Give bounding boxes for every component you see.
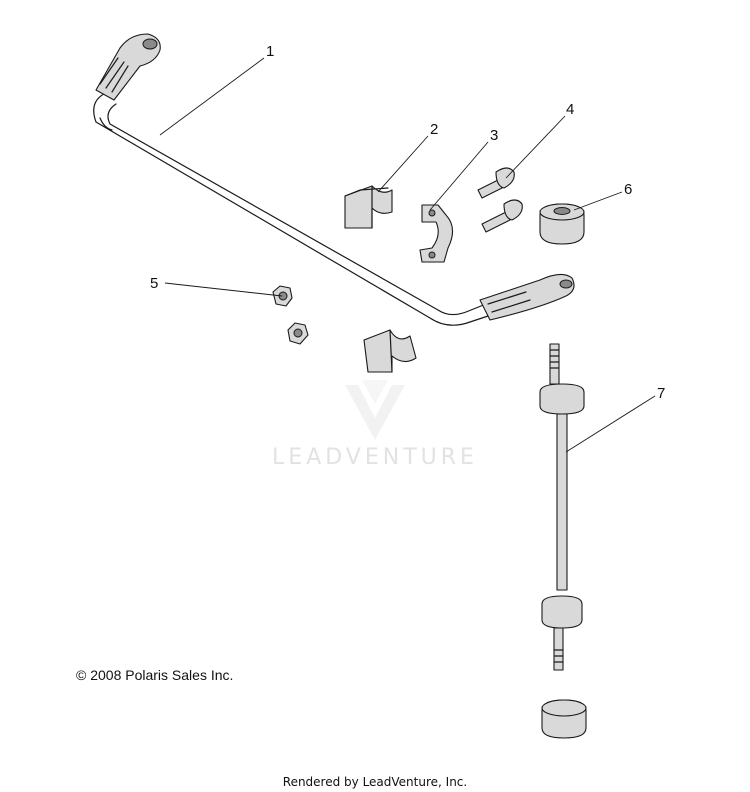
callout-5[interactable]: 5 <box>150 275 158 292</box>
rendered-by-footer: Rendered by LeadVenture, Inc. <box>282 775 468 789</box>
callout-7[interactable]: 7 <box>657 385 665 402</box>
callout-3[interactable]: 3 <box>490 127 498 144</box>
callout-1[interactable]: 1 <box>266 43 274 60</box>
bolt-lower[interactable] <box>481 199 523 233</box>
nut-upper[interactable] <box>272 285 293 307</box>
callout-2[interactable]: 2 <box>430 121 438 138</box>
bushing-round[interactable] <box>539 203 585 245</box>
bushing-upper[interactable] <box>344 185 393 229</box>
bolt-upper[interactable] <box>477 167 515 199</box>
stabilizer-bar[interactable] <box>93 33 575 326</box>
watermark-logo <box>345 380 405 440</box>
leader-5 <box>164 282 283 297</box>
leader-1 <box>159 57 265 136</box>
callout-6[interactable]: 6 <box>624 181 632 198</box>
bracket[interactable] <box>419 204 454 263</box>
watermark-text: LEADVENTURE <box>272 445 478 470</box>
leader-7 <box>565 395 656 453</box>
copyright-notice: © 2008 Polaris Sales Inc. <box>76 667 234 683</box>
leader-6 <box>573 191 623 211</box>
link-rod[interactable] <box>539 343 585 671</box>
leader-2 <box>377 135 429 193</box>
leader-4 <box>505 115 566 179</box>
bushing-bottom[interactable] <box>541 699 587 739</box>
bushing-lower[interactable] <box>363 329 417 373</box>
nut-lower[interactable] <box>287 322 309 345</box>
leader-3 <box>429 141 489 211</box>
callout-4[interactable]: 4 <box>566 101 574 118</box>
